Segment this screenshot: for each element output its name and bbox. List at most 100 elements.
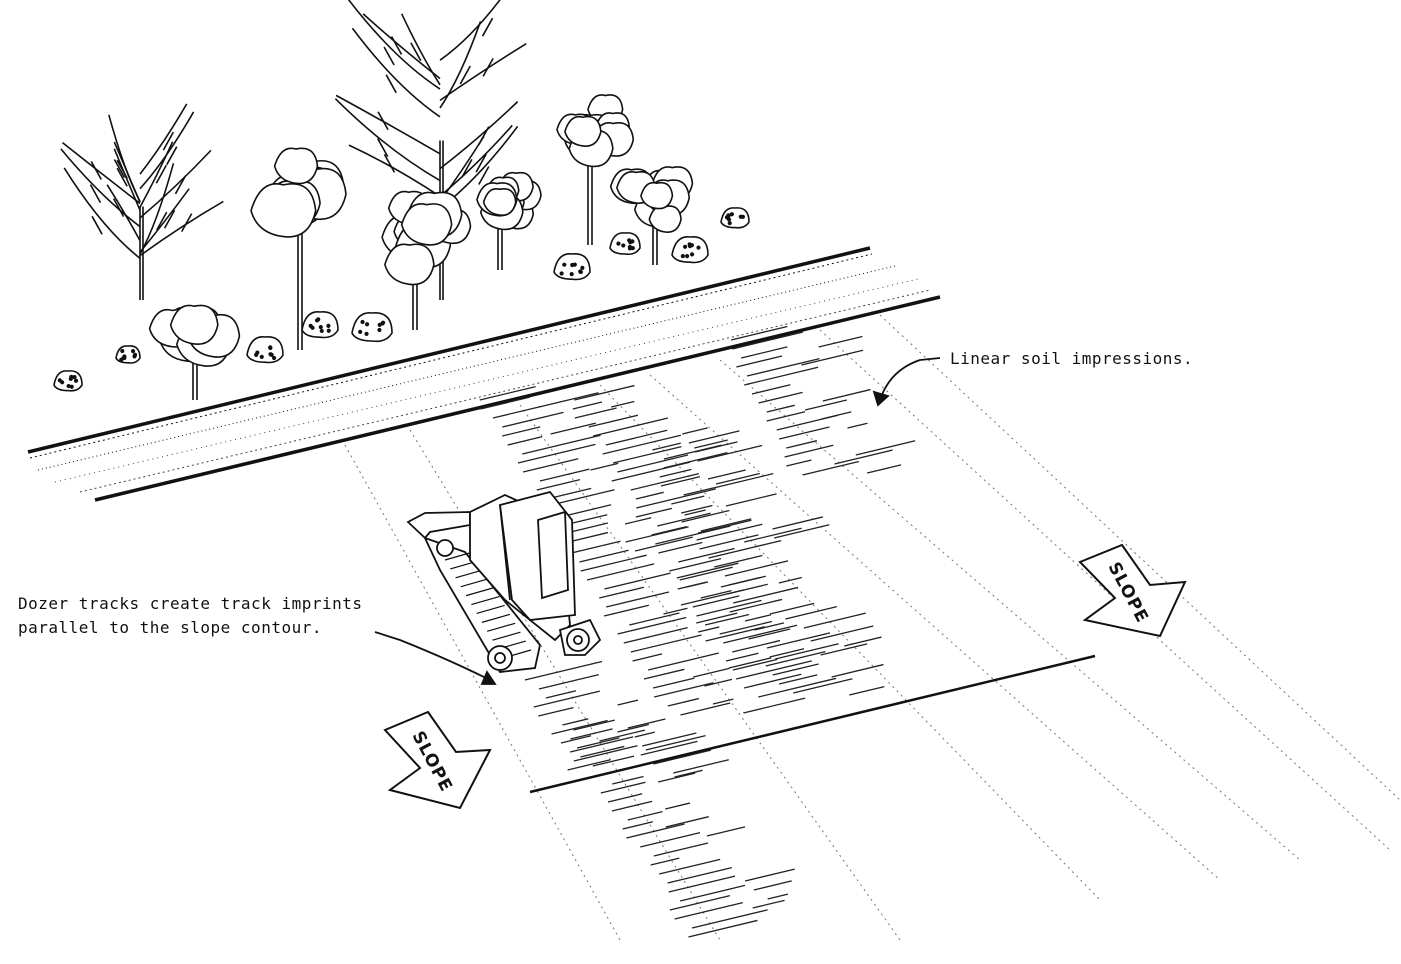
imprint-line bbox=[805, 400, 847, 410]
imprint-line bbox=[801, 350, 863, 365]
imprint-line bbox=[539, 675, 599, 689]
shrub-dot bbox=[570, 273, 573, 276]
shrub-outline bbox=[352, 313, 392, 342]
imprint-line bbox=[636, 508, 672, 517]
imprint-line bbox=[832, 665, 884, 677]
imprint-line bbox=[678, 548, 734, 562]
imprint-line bbox=[834, 450, 892, 464]
imprint-line bbox=[652, 443, 680, 450]
imprint-line bbox=[704, 679, 731, 686]
shrub-dot bbox=[132, 350, 135, 353]
shrub-dot bbox=[320, 326, 323, 329]
tree-branch bbox=[363, 14, 440, 79]
slope-guide-line bbox=[720, 360, 1300, 860]
tree-branch bbox=[440, 0, 525, 60]
imprint-line bbox=[688, 920, 757, 937]
imprint-line bbox=[635, 732, 655, 737]
tree-branch bbox=[109, 115, 140, 202]
imprint-line bbox=[752, 385, 790, 394]
shrub bbox=[610, 233, 640, 254]
shrub-dot bbox=[573, 263, 576, 266]
shrub-dot bbox=[631, 240, 634, 243]
imprint-line bbox=[773, 517, 823, 529]
shrub bbox=[554, 254, 590, 280]
imprint-line bbox=[653, 750, 711, 764]
shrub-dot bbox=[632, 247, 635, 250]
imprint-line bbox=[633, 654, 662, 661]
foliage-clump bbox=[251, 184, 316, 237]
imprint-line bbox=[562, 719, 588, 725]
tree-branch bbox=[348, 0, 440, 89]
imprint-line bbox=[693, 596, 739, 607]
shrub-dot bbox=[327, 325, 330, 328]
shrub-dot bbox=[70, 385, 73, 388]
shrub-dot bbox=[563, 263, 566, 266]
dozer-tracks-label-line2: parallel to the slope contour. bbox=[18, 616, 322, 640]
dozer-tracks-label-line1: Dozer tracks create track imprints bbox=[18, 592, 363, 616]
shrub-dot bbox=[617, 242, 620, 245]
imprint-line bbox=[587, 564, 654, 580]
imprint-line bbox=[707, 827, 745, 836]
imprint-line bbox=[628, 719, 665, 728]
imprint-line bbox=[770, 603, 814, 614]
shrub-dot bbox=[327, 329, 330, 332]
imprint-line bbox=[753, 900, 785, 908]
imprint-line bbox=[540, 469, 590, 481]
shrub-dot bbox=[686, 255, 689, 258]
imprint-line bbox=[659, 859, 720, 874]
imprint-line bbox=[628, 812, 663, 820]
imprint-line bbox=[689, 431, 740, 443]
slope-guide-line bbox=[410, 430, 720, 940]
imprint-line bbox=[847, 423, 867, 428]
imprint-line bbox=[640, 833, 700, 847]
imprint-line bbox=[666, 817, 709, 827]
tree-branch bbox=[61, 149, 140, 227]
tree-branch bbox=[440, 21, 481, 108]
shrub-dot bbox=[366, 323, 369, 326]
imprint-line bbox=[754, 881, 792, 890]
foliage-clump bbox=[641, 183, 673, 209]
shrub-dot bbox=[256, 351, 259, 354]
slope-guide-line bbox=[880, 315, 1400, 800]
imprint-line bbox=[678, 582, 706, 589]
tree-twig bbox=[91, 161, 101, 179]
imprint-line bbox=[651, 527, 686, 535]
imprint-line bbox=[636, 492, 664, 499]
imprint-line bbox=[657, 513, 710, 526]
shrub-dot bbox=[67, 385, 70, 388]
tree-twig bbox=[483, 58, 493, 76]
imprint-line bbox=[682, 511, 730, 522]
shrub bbox=[721, 208, 749, 228]
imprint-line bbox=[768, 894, 788, 899]
imprint-line bbox=[743, 698, 805, 713]
imprint-line bbox=[654, 683, 713, 697]
imprint-line bbox=[651, 858, 680, 865]
imprint-line bbox=[537, 480, 580, 490]
imprint-line bbox=[612, 801, 652, 811]
imprint-line bbox=[823, 390, 871, 401]
imprint-line bbox=[713, 699, 733, 704]
imprint-line bbox=[658, 773, 695, 782]
shrub-dot bbox=[727, 214, 730, 217]
tree-branch bbox=[440, 102, 518, 169]
shrub bbox=[116, 346, 140, 363]
shrub-dot bbox=[269, 346, 272, 349]
imprint-line bbox=[856, 441, 915, 455]
imprint-line bbox=[680, 567, 733, 580]
shrub-dot bbox=[378, 329, 381, 332]
imprint-line bbox=[698, 627, 719, 632]
imprint-line bbox=[767, 405, 795, 412]
shrub-dot bbox=[359, 331, 362, 334]
shrub-dot bbox=[260, 356, 263, 359]
shrub-dot bbox=[691, 244, 694, 247]
linear-soil-label: Linear soil impressions. bbox=[950, 347, 1193, 371]
slope-arrow-left: SLOPE bbox=[385, 712, 490, 808]
imprint-line bbox=[508, 437, 543, 445]
tree-branch bbox=[440, 44, 526, 101]
imprint-line bbox=[493, 407, 541, 418]
imprint-line bbox=[570, 729, 612, 739]
shrub-outline bbox=[302, 312, 338, 338]
imprint-line bbox=[518, 444, 596, 463]
imprint-line bbox=[694, 440, 727, 448]
